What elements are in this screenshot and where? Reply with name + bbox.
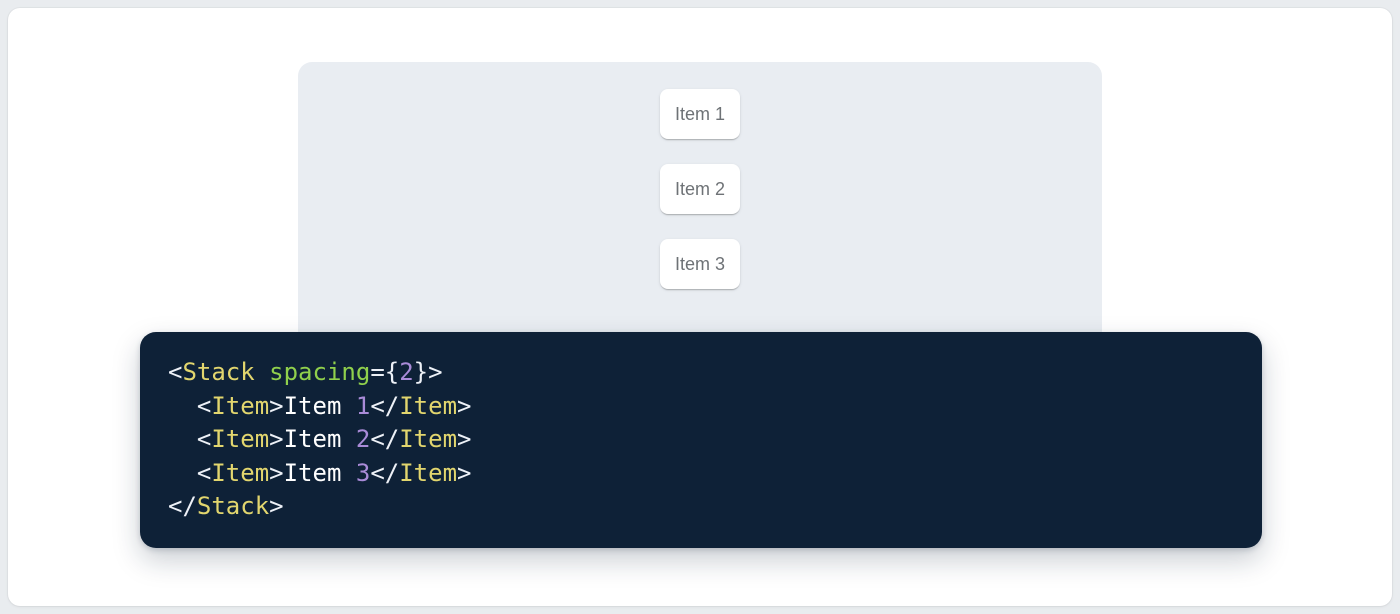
demo-card: Item 1 Item 2 Item 3 <Stack spacing={2}> <… [8, 8, 1392, 606]
code-line: <Stack spacing={2}> [168, 358, 443, 386]
stack-item: Item 2 [660, 164, 740, 214]
code-line: <Item>Item 2</Item> [196, 425, 472, 453]
code-block: <Stack spacing={2}> <Item>Item 1</Item> … [140, 332, 1262, 548]
stack-items: Item 1 Item 2 Item 3 [298, 62, 1102, 289]
code-content: <Stack spacing={2}> <Item>Item 1</Item> … [168, 356, 1234, 524]
stack-demo-panel: Item 1 Item 2 Item 3 [298, 62, 1102, 362]
code-line: </Stack> [168, 492, 284, 520]
code-line: <Item>Item 1</Item> [196, 391, 472, 420]
stack-item: Item 3 [660, 239, 740, 289]
stack-item: Item 1 [660, 89, 740, 139]
code-line: <Item>Item 3</Item> [196, 458, 472, 487]
